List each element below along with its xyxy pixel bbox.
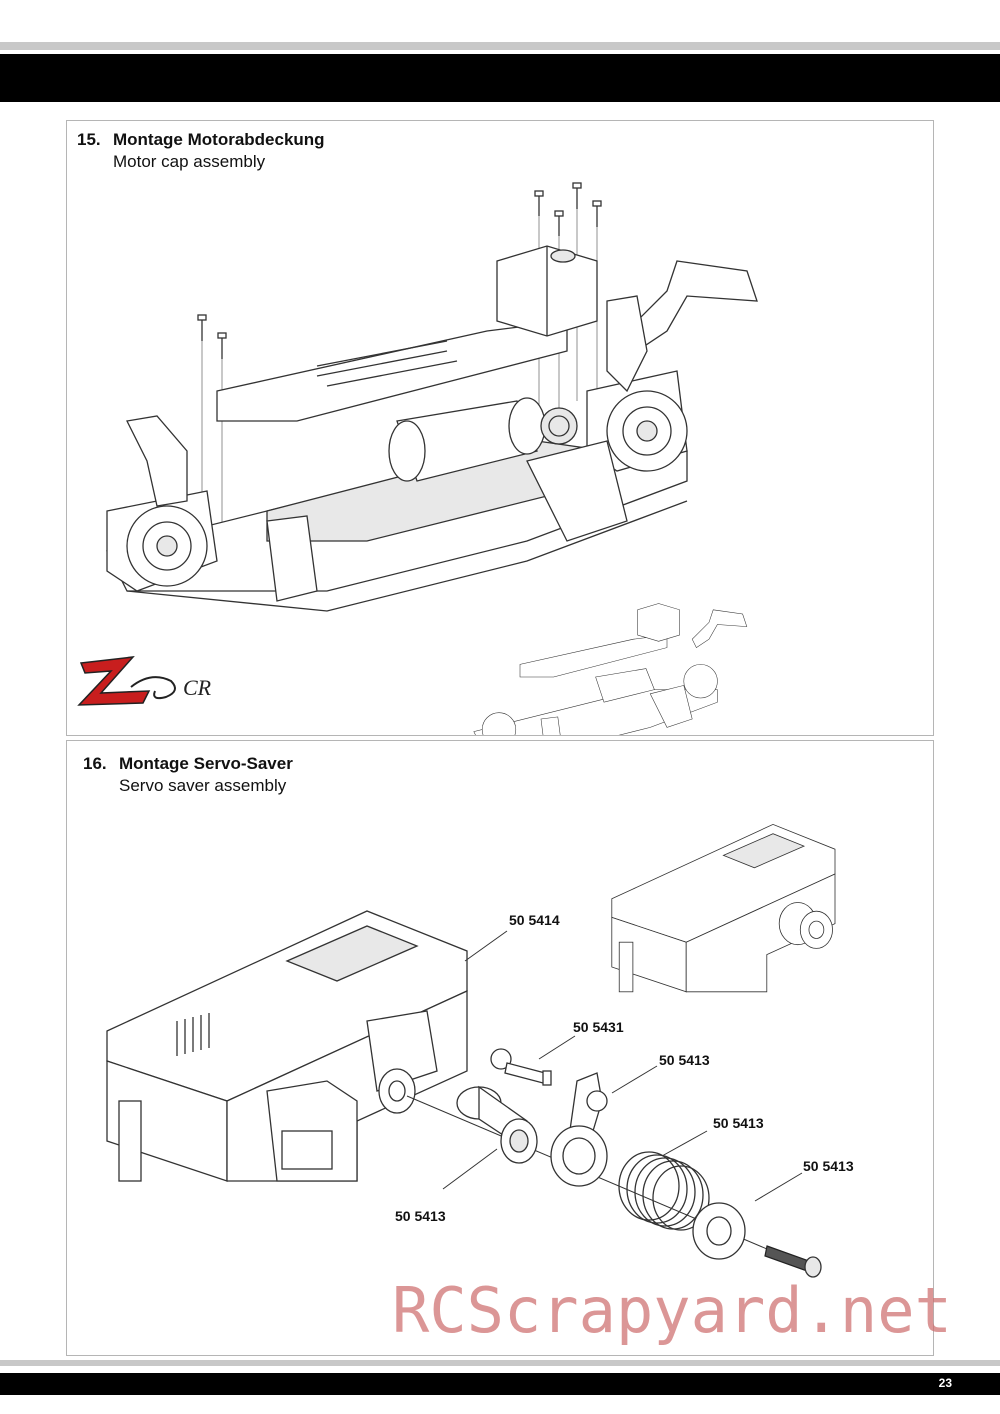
footer-rule: [0, 1360, 1000, 1366]
logo-text: CR: [183, 675, 212, 700]
z18cr-logo: CR: [77, 656, 212, 706]
saver-sleeve: [456, 1085, 538, 1164]
motor-cap: [496, 245, 598, 337]
rear-gearbox: [106, 415, 218, 592]
step-15-subtitle: Motor cap assembly: [113, 152, 266, 171]
part-label-spring: 50 5413: [713, 1115, 764, 1131]
step-15-title: Montage Motorabdeckung: [113, 130, 325, 149]
screw: [764, 1245, 822, 1278]
part-label-ball-stud: 50 5431: [573, 1019, 624, 1035]
battery-tray: [266, 440, 628, 602]
front-gearbox: [586, 260, 758, 472]
screws-group: [197, 182, 602, 561]
washer: [692, 1202, 746, 1260]
step-15-panel: 15. Montage Motorabdeckung Motor cap asse…: [66, 120, 934, 736]
part-label-sleeve: 50 5413: [395, 1208, 446, 1224]
top-deck: [216, 320, 568, 422]
step-16-subtitle: Servo saver assembly: [119, 776, 287, 795]
servo-overview-drawing: [611, 823, 836, 993]
saver-arm: [550, 1072, 608, 1187]
motor: [388, 397, 578, 482]
step-16-number: 16.: [83, 754, 107, 773]
part-label-saver-arm: 50 5413: [659, 1052, 710, 1068]
header-rule: [0, 42, 1000, 50]
step-15-heading: 15. Montage Motorabdeckung Motor cap asse…: [77, 129, 325, 173]
overview-drawing: [473, 603, 748, 735]
part-label-servo: 50 5414: [509, 912, 560, 928]
leader-lines: [442, 930, 803, 1202]
spring: [618, 1151, 710, 1231]
servo-box: [106, 910, 468, 1182]
servo-saver-assembly-drawing: 50 5414 50 5431 50 5413 50 5413 50 5413 …: [106, 823, 854, 1278]
footer-bar: 23: [0, 1373, 1000, 1395]
motor-cap-assembly-drawing: [106, 182, 758, 735]
step-16-heading: 16. Montage Servo-Saver Servo saver assem…: [83, 753, 293, 797]
header-bar: [0, 54, 1000, 102]
step-16-panel: 16. Montage Servo-Saver Servo saver assem…: [66, 740, 934, 1356]
step-16-title: Montage Servo-Saver: [119, 754, 293, 773]
step-15-number: 15.: [77, 130, 101, 149]
page-number: 23: [938, 1376, 952, 1390]
part-label-washer: 50 5413: [803, 1158, 854, 1174]
ball-stud: [490, 1048, 552, 1086]
watermark: RCScrapyard.net: [392, 1274, 952, 1347]
